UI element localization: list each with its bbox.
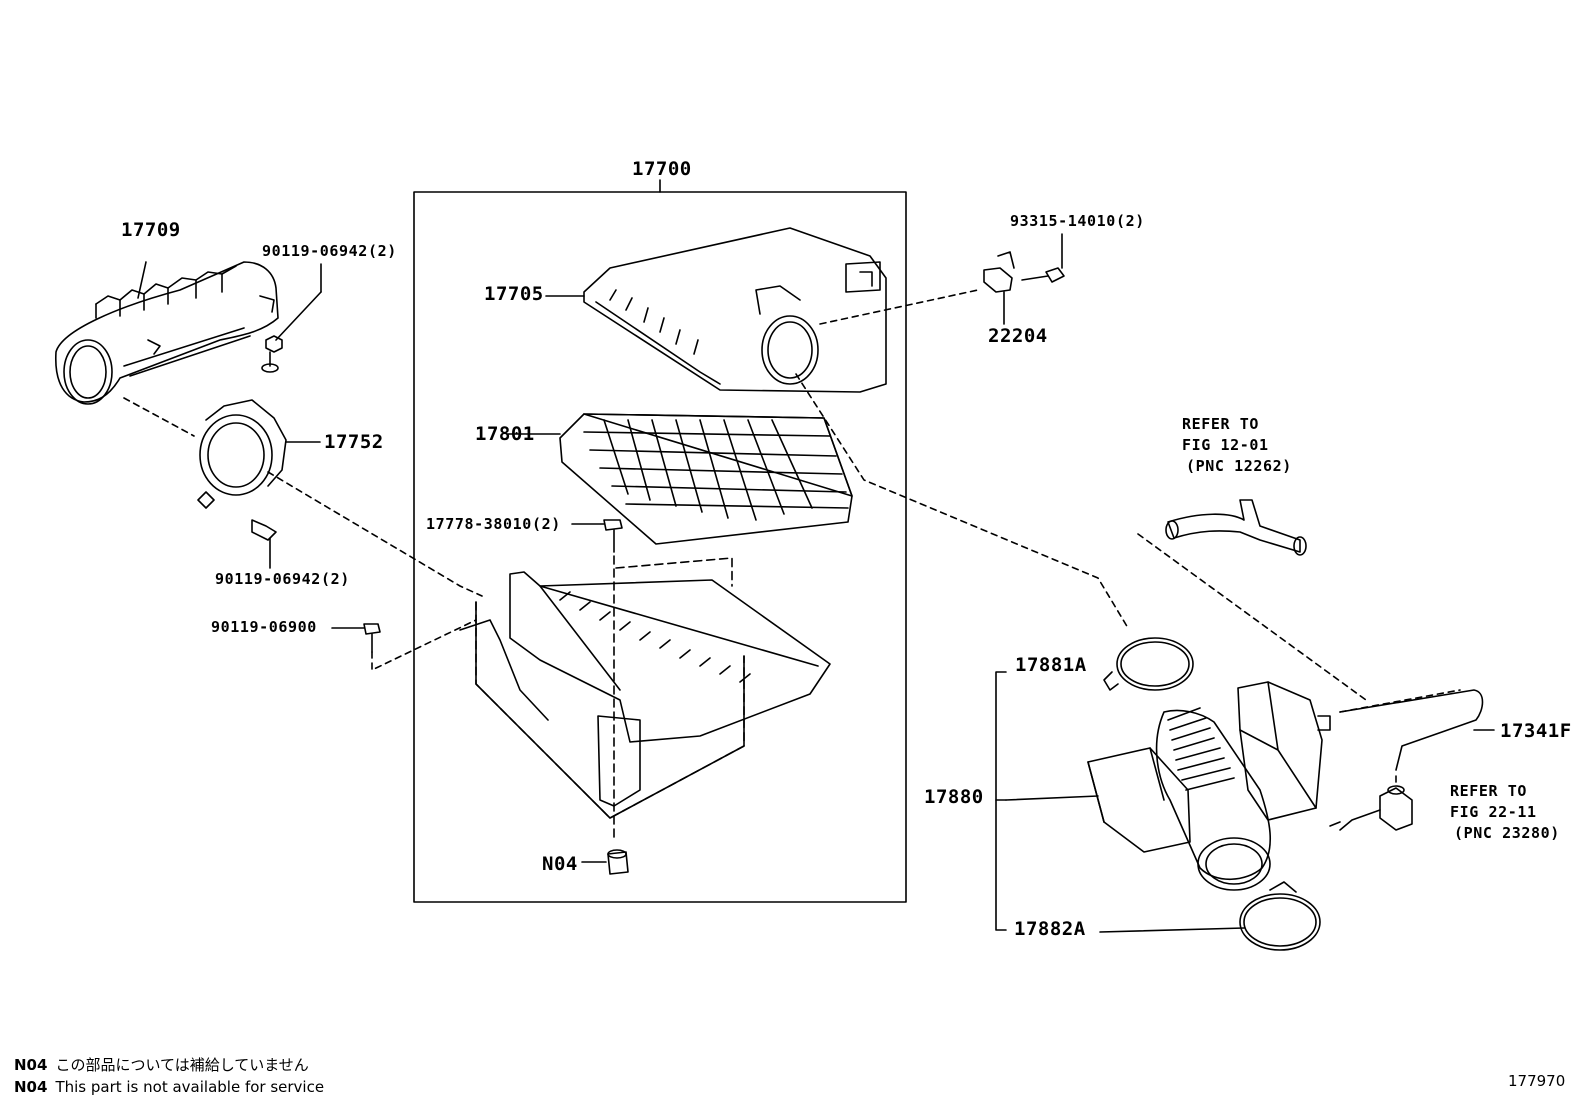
footer-note-en-code: N04	[14, 1078, 48, 1096]
dashed-guide-cover-17881A	[795, 373, 1129, 629]
label-22204: 22204	[988, 325, 1048, 347]
cover-17705-drawing	[545, 227, 887, 393]
hose-refer-12-01-drawing	[1137, 499, 1367, 701]
label-17882A: 17882A	[1014, 918, 1086, 940]
label-17752: 17752	[324, 431, 384, 453]
intake-duct-17709-drawing	[55, 261, 279, 405]
footer-note-japanese: N04 この部品については補給していません	[14, 1058, 309, 1073]
footer-note-english: N04 This part is not available for servic…	[14, 1080, 324, 1095]
bracket-17880-group	[995, 671, 1245, 933]
label-93315-14010: 93315-14010(2)	[1010, 212, 1145, 230]
refer-note-1-line3: (PNC 12262)	[1186, 457, 1292, 475]
refer-note-2-line3: (PNC 23280)	[1454, 824, 1560, 842]
label-17709: 17709	[121, 219, 181, 241]
footer-note-ja-code: N04	[14, 1056, 48, 1074]
label-17801: 17801	[475, 423, 535, 445]
assembly-17700-frame	[413, 179, 907, 903]
refer-note-2-line1: REFER TO	[1450, 782, 1528, 800]
footer-note-ja-text: この部品については補給していません	[55, 1056, 309, 1074]
label-17880: 17880	[924, 786, 984, 808]
label-17341F: 17341F	[1500, 720, 1572, 742]
dashed-guide-17709-17752	[123, 397, 195, 437]
dashed-guide-cover-22204	[819, 289, 979, 325]
refer-note-1-line2: FIG 12-01	[1182, 436, 1269, 454]
hose-17880-drawing	[1087, 681, 1331, 891]
label-17700: 17700	[632, 158, 692, 180]
adapter-17752-drawing	[197, 399, 321, 509]
clamp-17881A-drawing	[1103, 637, 1194, 691]
label-90119-06942-bottom: 90119-06942(2)	[215, 570, 350, 588]
label-17705: 17705	[484, 283, 544, 305]
filter-element-17801-drawing	[507, 413, 853, 545]
bolt-90119-06942-bottom-drawing	[251, 519, 277, 569]
refer-note-1-line1: REFER TO	[1182, 415, 1260, 433]
sensor-22204-drawing	[983, 233, 1065, 325]
lower-case-drawing	[459, 557, 831, 819]
clamp-17882A-drawing	[1239, 881, 1321, 951]
vsv-refer-22-11-drawing	[1329, 775, 1413, 831]
screw-17778-38010-drawing	[571, 519, 623, 843]
label-90119-06900: 90119-06900	[211, 618, 317, 636]
hose-17341F-drawing	[1339, 689, 1495, 771]
figure-id: 177970	[1508, 1072, 1566, 1090]
label-90119-06942-top: 90119-06942(2)	[262, 242, 397, 260]
label-17881A: 17881A	[1015, 654, 1087, 676]
bolt-90119-06942-top-drawing	[261, 263, 322, 373]
label-N04: N04	[542, 853, 578, 875]
grommet-N04-drawing	[581, 849, 629, 875]
refer-note-2-line2: FIG 22-11	[1450, 803, 1537, 821]
dashed-guide-17752-box	[267, 471, 483, 597]
label-17778-38010: 17778-38010(2)	[426, 515, 561, 533]
footer-note-en-text: This part is not available for service	[55, 1078, 325, 1096]
bolt-90119-06900-drawing	[331, 619, 477, 671]
